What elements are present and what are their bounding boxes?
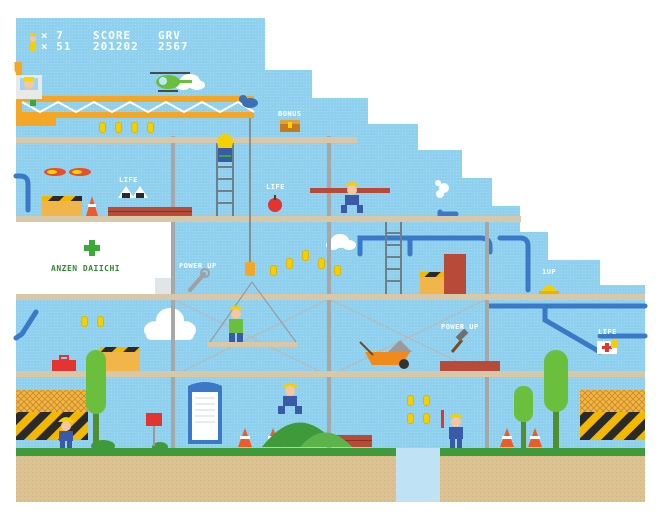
- tree: [514, 386, 533, 448]
- coin: [423, 413, 430, 424]
- coin: [147, 122, 154, 133]
- construction-fence: [580, 390, 645, 412]
- coin: [302, 250, 309, 261]
- life-label: LIFE: [119, 176, 138, 184]
- coin: [270, 265, 277, 276]
- bonus-label: BONUS: [278, 110, 302, 118]
- rice-ball-icon: [118, 186, 148, 198]
- worker-character-guard: [441, 410, 464, 448]
- worker-character-climbing: [217, 134, 233, 162]
- hazard-barricade: [580, 412, 645, 440]
- worker-character-jumping: [278, 383, 302, 414]
- first-aid-kit-icon: [597, 339, 617, 354]
- toolbox-icon: [52, 360, 76, 371]
- bird-icon: [234, 95, 258, 108]
- coin: [423, 395, 430, 406]
- hazard-crate: [100, 347, 140, 371]
- apple-icon: [268, 195, 282, 212]
- coin: [81, 316, 88, 327]
- coin: [407, 395, 414, 406]
- lives-count: × 7: [41, 29, 64, 42]
- coin: [99, 122, 106, 133]
- brick-chimney: [444, 254, 466, 294]
- office-building: [16, 222, 171, 294]
- grv-label: GRV: [158, 29, 181, 42]
- ground-grass: [16, 448, 396, 456]
- portable-toilet: [188, 382, 222, 444]
- worker-character-standing: [228, 306, 244, 342]
- coin: [97, 316, 104, 327]
- one-up-label: 1UP: [542, 268, 557, 276]
- score-value: 201202: [93, 40, 139, 53]
- construction-fence: [16, 390, 88, 412]
- ground-dirt: [440, 456, 645, 502]
- coins-count: × 51: [41, 40, 72, 53]
- lives-worker-icon: [28, 33, 38, 42]
- worker-character-running: [341, 182, 363, 213]
- hanging-platform-ropes: [209, 281, 297, 343]
- wheelbarrow-icon: [359, 340, 412, 369]
- fire-extinguisher-sign: [146, 413, 162, 446]
- power-up-label: POWER UP: [179, 262, 217, 270]
- scaffold-poles: [171, 136, 489, 448]
- tree: [86, 350, 106, 448]
- tree: [544, 350, 568, 448]
- wrench-icon: [188, 268, 210, 292]
- cloud: [175, 74, 205, 90]
- traffic-cone-icon: [238, 428, 252, 447]
- treasure-chest-icon: [280, 120, 300, 132]
- green-hill: [300, 432, 352, 447]
- hanging-hook: [245, 262, 255, 276]
- hammer-icon: [450, 328, 469, 353]
- worker-character-ground: [58, 417, 74, 448]
- coin: [115, 122, 122, 133]
- coin: [318, 258, 325, 269]
- coin: [334, 265, 341, 276]
- first-aid-cross-icon: [84, 240, 100, 256]
- hazard-barricade: [16, 412, 88, 440]
- fireball-icon: [44, 168, 91, 176]
- pit-gap: [396, 448, 440, 502]
- company-name: ANZEN DAIICHI: [51, 264, 121, 273]
- helicopter-icon: [150, 72, 192, 92]
- score-label: SCORE: [93, 29, 132, 42]
- coin-hud-icon: [30, 42, 36, 51]
- helmet-1up-icon: [539, 285, 559, 294]
- coin: [131, 122, 138, 133]
- traffic-cone-icon: [528, 428, 542, 447]
- life-label: LIFE: [266, 183, 285, 191]
- smoke: [435, 180, 449, 198]
- platforms: [16, 137, 645, 377]
- ladder: [385, 222, 402, 294]
- ground-dirt: [16, 456, 396, 502]
- crane: [14, 62, 255, 126]
- power-up-label: POWER UP: [441, 323, 479, 331]
- hazard-crate: [42, 196, 82, 216]
- coin: [407, 413, 414, 424]
- traffic-cone-icon: [86, 196, 98, 216]
- grv-value: 2567: [158, 40, 189, 53]
- ground-grass: [440, 448, 645, 456]
- cloud: [144, 308, 196, 340]
- traffic-cone-icon: [500, 428, 514, 447]
- life-label: LIFE: [598, 328, 617, 336]
- coin: [286, 258, 293, 269]
